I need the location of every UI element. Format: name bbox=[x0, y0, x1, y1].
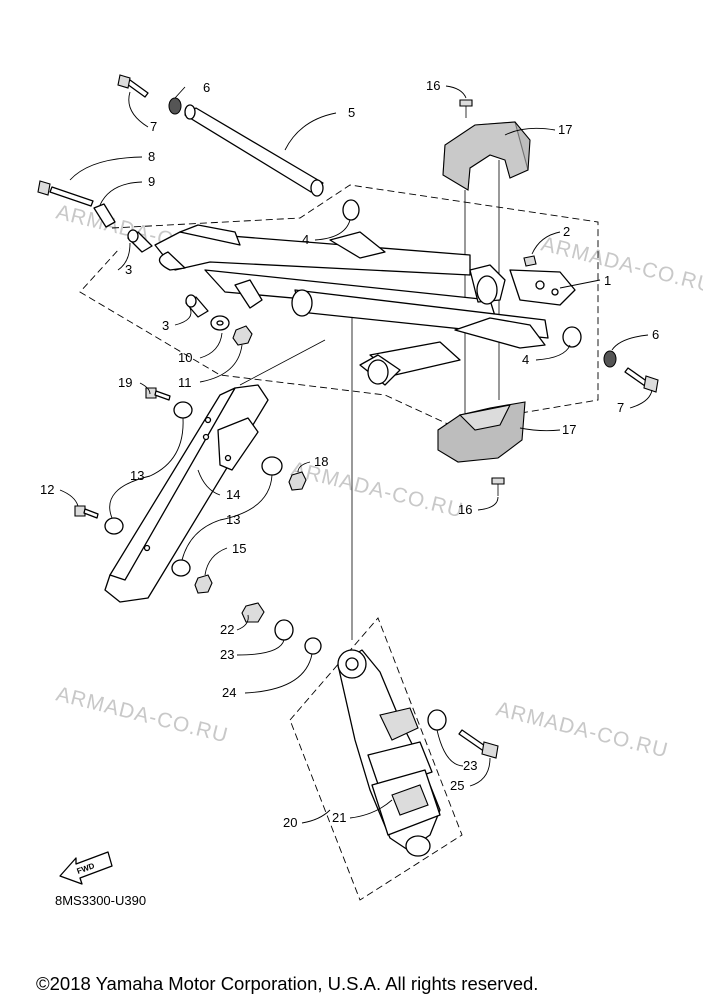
callout-label: 7 bbox=[150, 119, 157, 134]
nut-icon bbox=[194, 574, 213, 594]
cover-top bbox=[442, 121, 531, 191]
swing-arm bbox=[154, 224, 576, 386]
callout-label: 19 bbox=[118, 375, 132, 390]
washer-icon bbox=[603, 350, 617, 368]
washer-icon bbox=[104, 517, 124, 535]
callout-label: 1 bbox=[604, 273, 611, 288]
washer-hole bbox=[216, 320, 224, 326]
callout-label: 21 bbox=[332, 810, 346, 825]
collar-icon bbox=[93, 203, 116, 228]
callout-label: 13 bbox=[226, 512, 240, 527]
callout-label: 6 bbox=[203, 80, 210, 95]
bolt-icon bbox=[74, 505, 99, 519]
callout-label: 6 bbox=[652, 327, 659, 342]
collar-icon bbox=[274, 619, 294, 641]
screw-icon bbox=[491, 477, 505, 496]
watermark: ARMADA-CO.RU bbox=[54, 683, 231, 748]
shock-absorber bbox=[337, 649, 441, 857]
callout-label: 7 bbox=[617, 400, 624, 415]
callout-label: 17 bbox=[562, 422, 576, 437]
callout-label: 24 bbox=[222, 685, 236, 700]
fwd-arrow-icon: FWD bbox=[59, 851, 113, 885]
callout-label: 15 bbox=[232, 541, 246, 556]
diagram-code: 8MS3300-U390 bbox=[55, 893, 146, 908]
callout-label: 4 bbox=[302, 232, 309, 247]
screw-icon bbox=[523, 255, 537, 267]
cover-bottom bbox=[437, 401, 526, 463]
callout-label: 3 bbox=[125, 262, 132, 277]
collar-icon bbox=[427, 709, 447, 731]
callout-label: 17 bbox=[558, 122, 572, 137]
callout-label: 18 bbox=[314, 454, 328, 469]
callout-label: 5 bbox=[348, 105, 355, 120]
bolt-icon bbox=[458, 729, 499, 759]
collar-icon bbox=[304, 637, 322, 655]
bolt-icon bbox=[117, 74, 149, 98]
callout-label: 13 bbox=[130, 468, 144, 483]
callout-label: 12 bbox=[40, 482, 54, 497]
callout-label: 14 bbox=[226, 487, 240, 502]
callout-label: 16 bbox=[426, 78, 440, 93]
nut-icon bbox=[232, 325, 253, 346]
bushing-icon bbox=[562, 326, 582, 348]
copyright-notice: ©2018 Yamaha Motor Corporation, U.S.A. A… bbox=[36, 973, 538, 994]
callout-label: 10 bbox=[178, 350, 192, 365]
leader-lines bbox=[59, 85, 653, 824]
long-bolt-icon bbox=[37, 180, 94, 207]
nut-icon bbox=[241, 602, 265, 623]
callout-label: 23 bbox=[220, 647, 234, 662]
bushing-icon bbox=[185, 294, 209, 318]
strap-bracket bbox=[104, 384, 269, 603]
screw-icon bbox=[459, 99, 473, 118]
washer-icon bbox=[171, 559, 191, 577]
watermark: ARMADA-CO.RU bbox=[494, 698, 671, 763]
callout-label: 23 bbox=[463, 758, 477, 773]
callout-labels: 6 7 5 8 9 3 3 4 10 11 16 17 2 1 4 6 7 17… bbox=[40, 78, 659, 830]
callout-label: 3 bbox=[162, 318, 169, 333]
washer-icon bbox=[173, 401, 193, 419]
reference-lines bbox=[239, 160, 500, 640]
bushing-icon bbox=[127, 229, 153, 253]
callout-label: 16 bbox=[458, 502, 472, 517]
callout-label: 22 bbox=[220, 622, 234, 637]
bolt-icon bbox=[145, 387, 171, 401]
callout-label: 4 bbox=[522, 352, 529, 367]
callout-label: 2 bbox=[563, 224, 570, 239]
callout-label: 8 bbox=[148, 149, 155, 164]
washer-icon bbox=[168, 97, 182, 115]
callout-label: 9 bbox=[148, 174, 155, 189]
bushing-icon bbox=[342, 199, 360, 221]
callout-label: 25 bbox=[450, 778, 464, 793]
bolt-icon bbox=[624, 367, 659, 393]
washer-icon bbox=[261, 456, 283, 476]
callout-label: 11 bbox=[178, 375, 192, 390]
nut-icon bbox=[288, 471, 307, 491]
callout-label: 20 bbox=[283, 815, 297, 830]
cross-shaft bbox=[184, 104, 324, 197]
